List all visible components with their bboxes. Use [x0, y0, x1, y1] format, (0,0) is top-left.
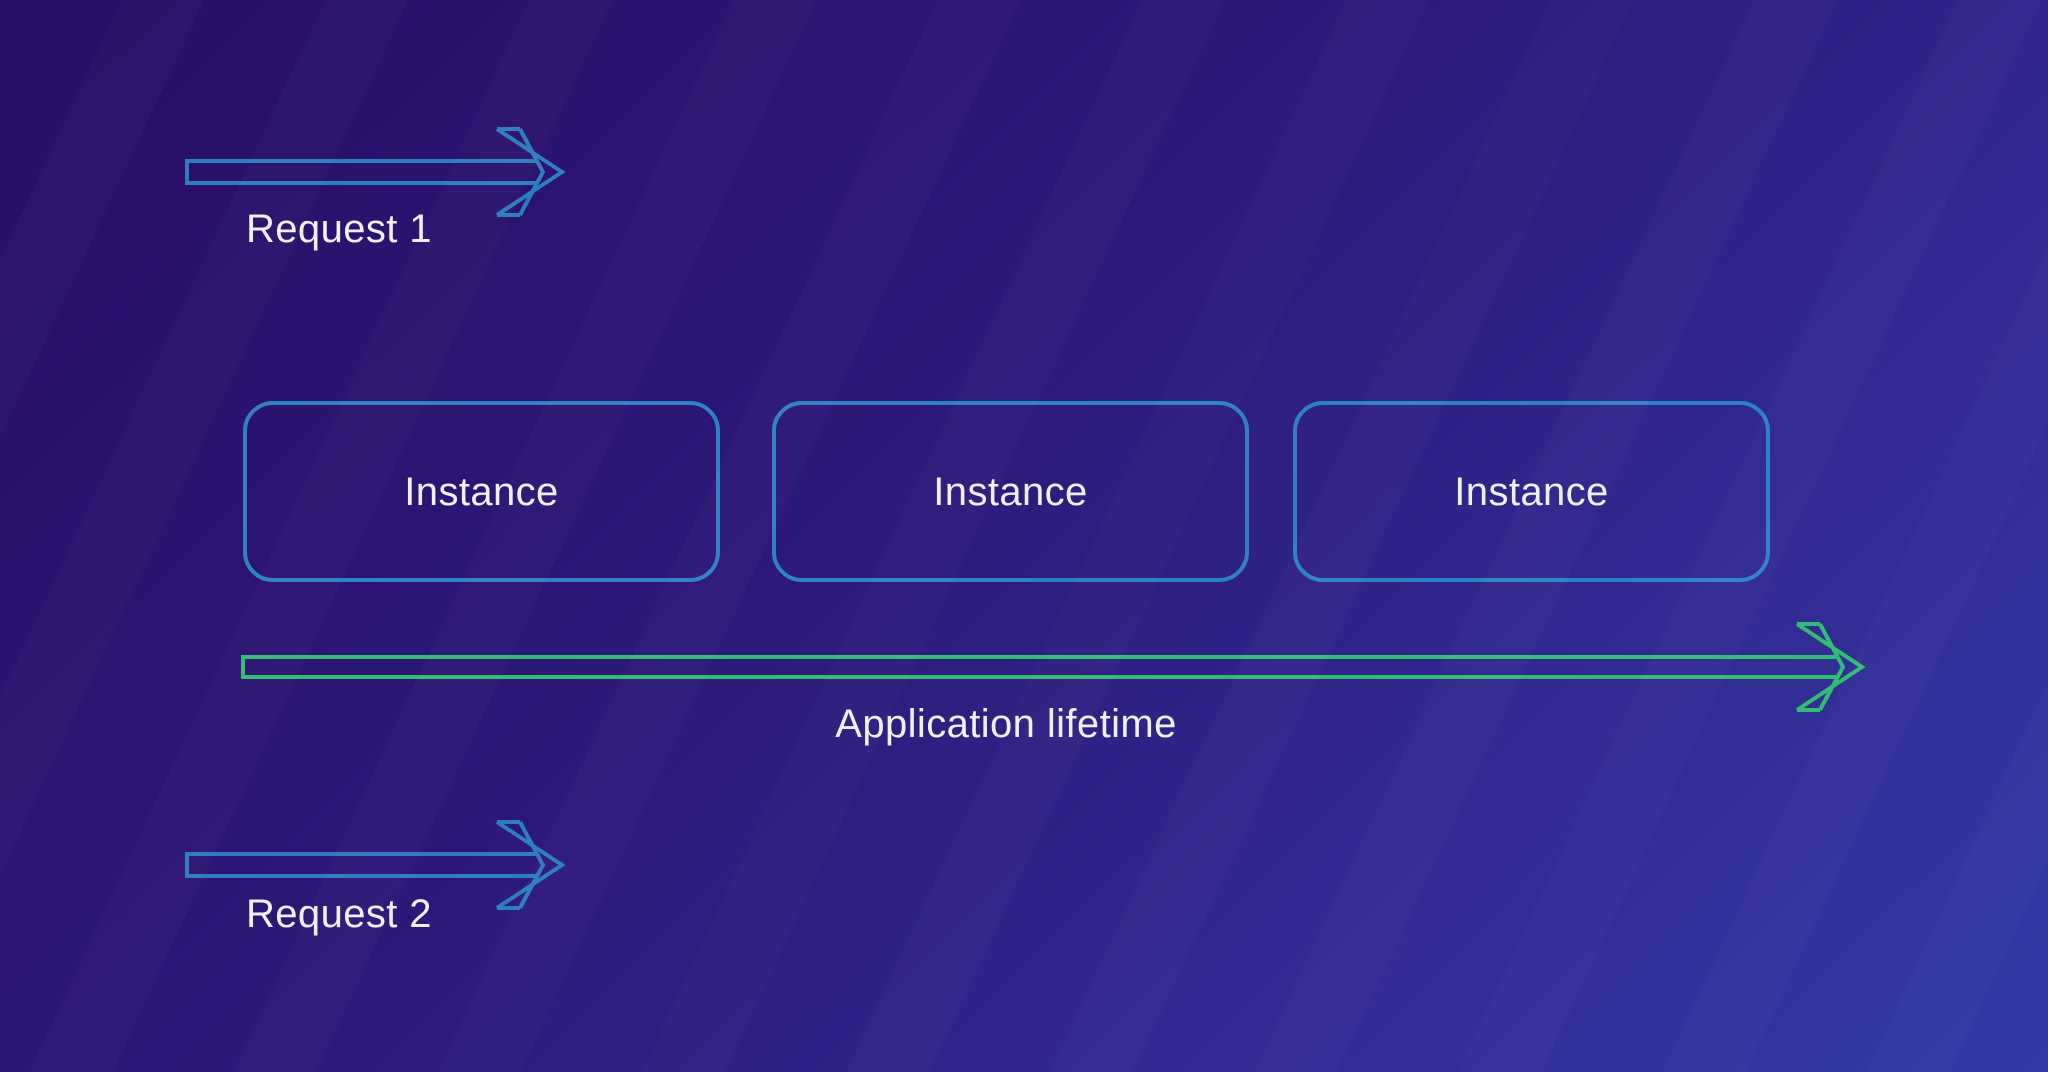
request-2-arrow-icon — [185, 820, 566, 910]
request-1-label: Request 1 — [246, 207, 432, 251]
request-2-label: Request 2 — [246, 892, 432, 936]
instance-label: Instance — [404, 469, 559, 514]
lifetime-arrow-icon — [241, 622, 1866, 712]
request-1-arrow-icon — [185, 127, 566, 217]
instance-box: Instance — [1293, 401, 1770, 582]
instance-box: Instance — [243, 401, 720, 582]
instance-label: Instance — [1454, 469, 1609, 514]
instance-label: Instance — [933, 469, 1088, 514]
instance-box: Instance — [772, 401, 1249, 582]
lifetime-label: Application lifetime — [835, 702, 1177, 746]
